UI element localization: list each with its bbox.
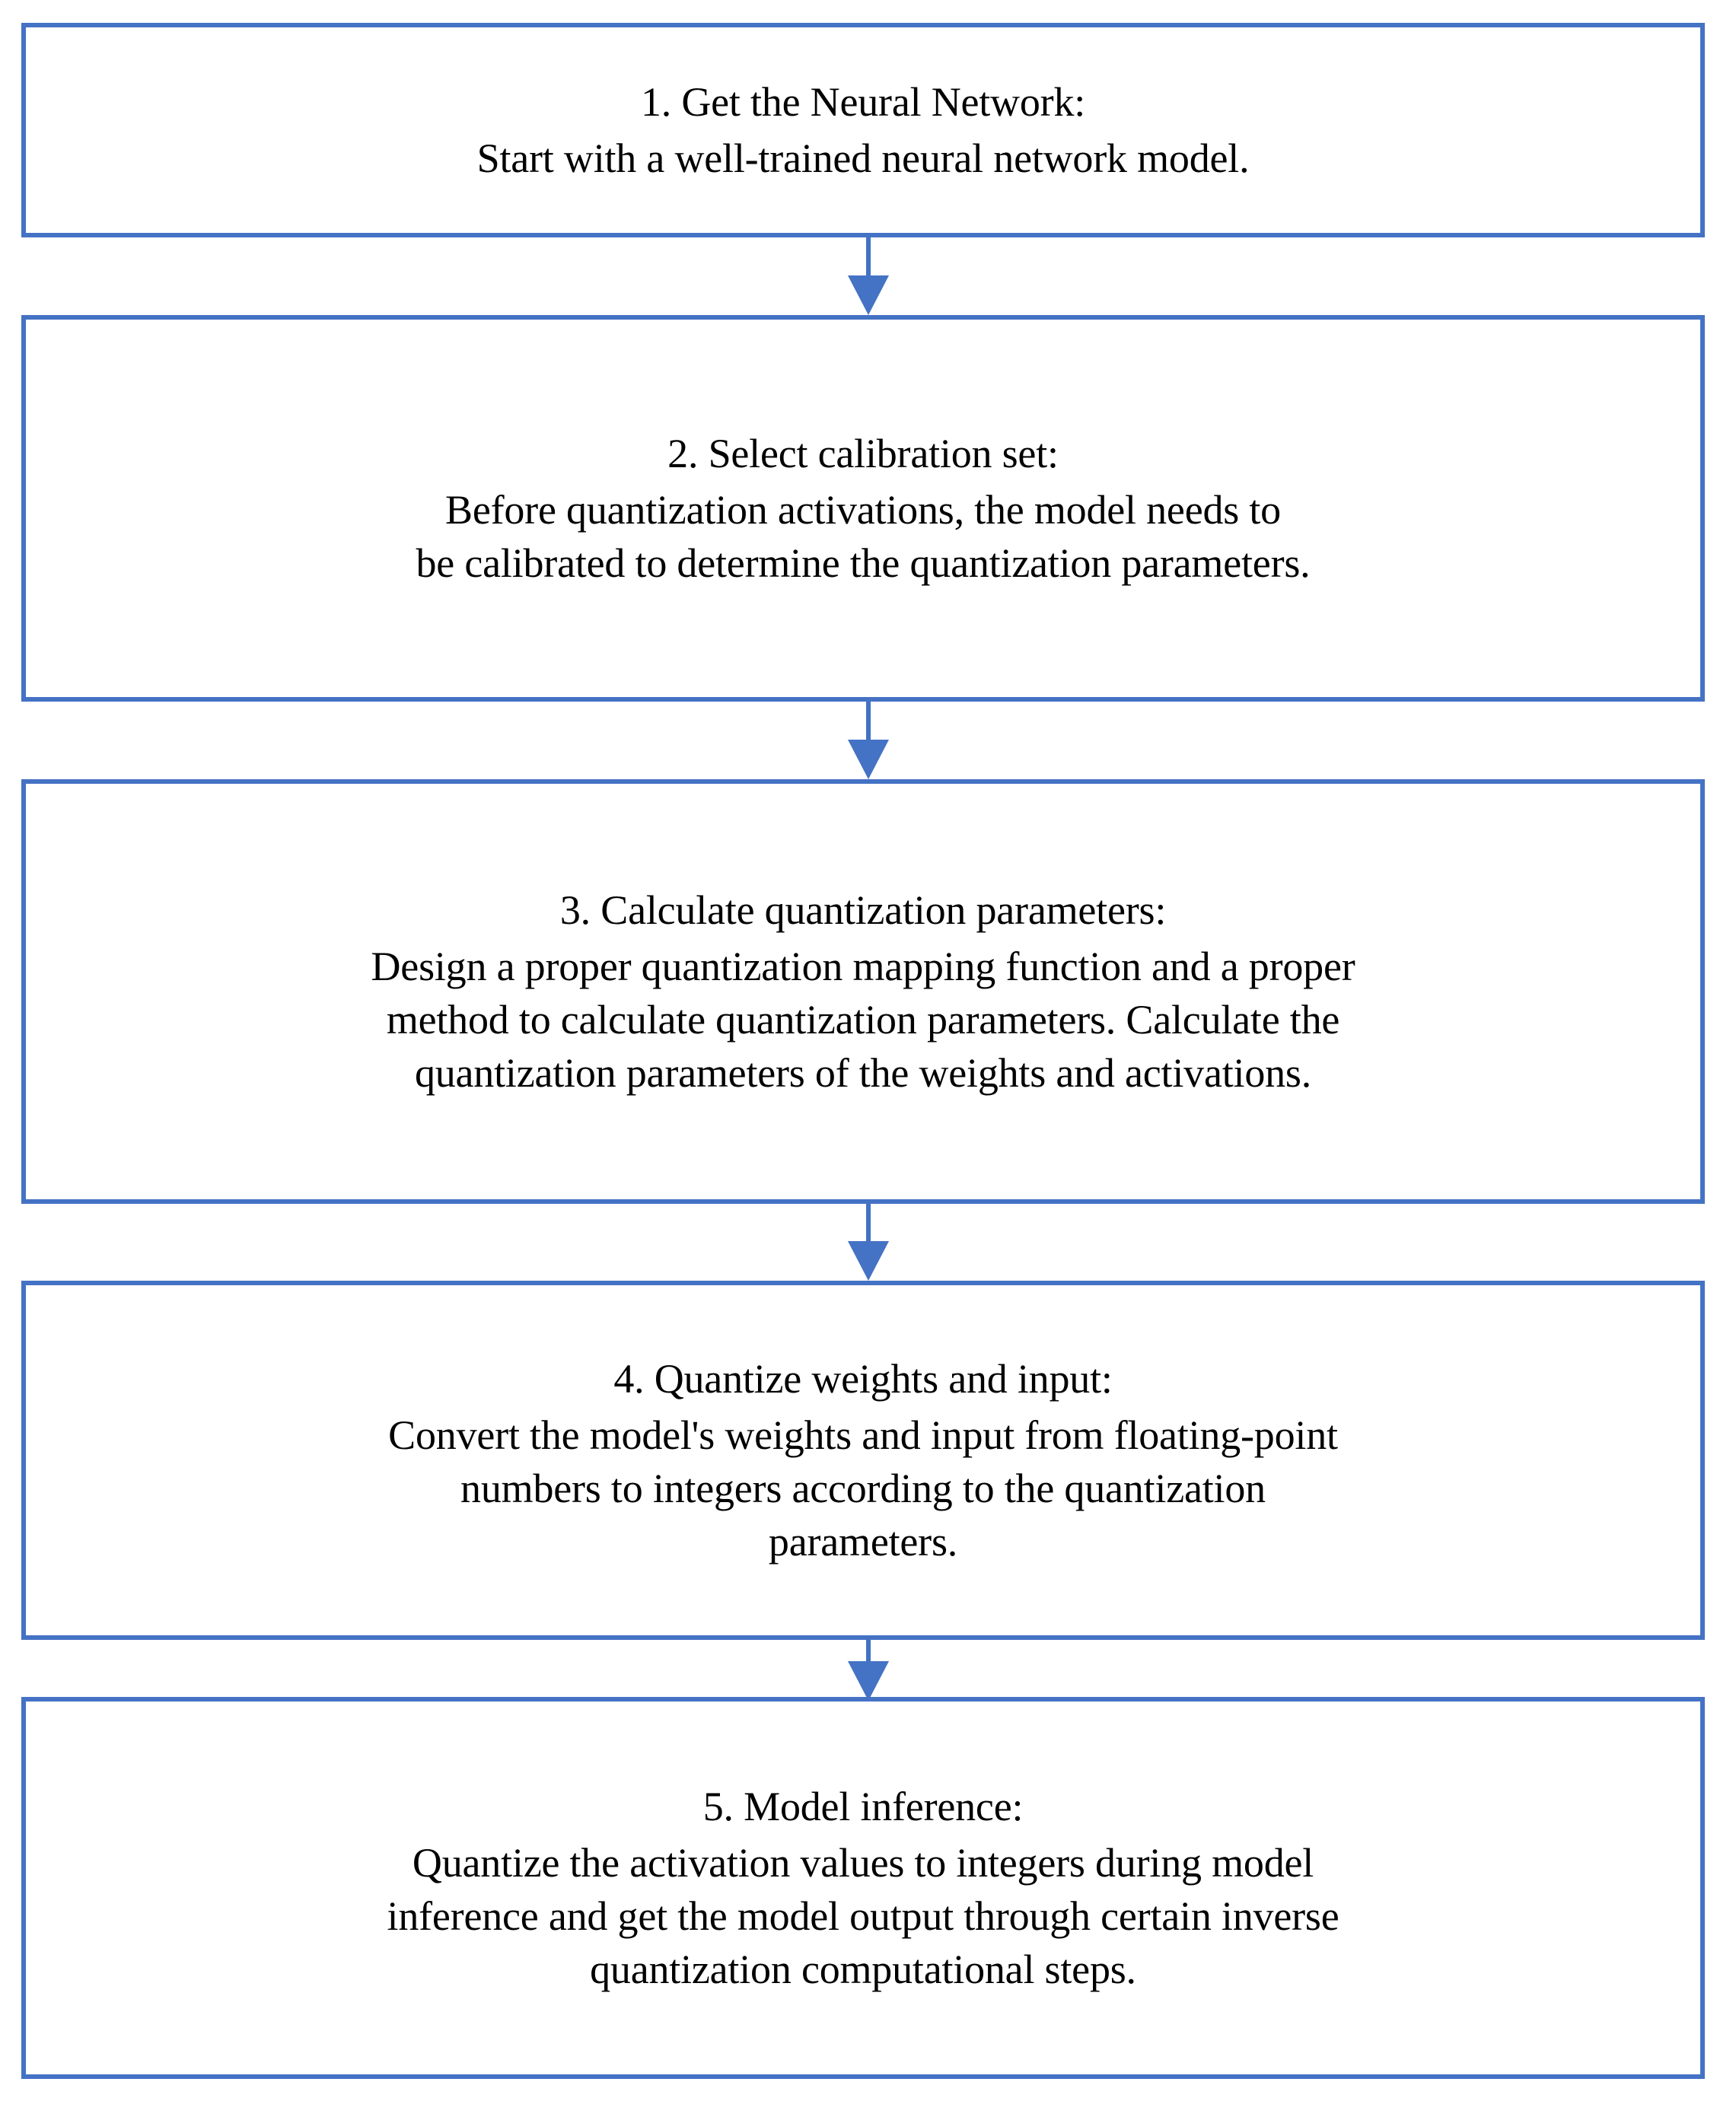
down-arrow-icon xyxy=(848,275,889,315)
node-3-body-line-2: method to calculate quantization paramet… xyxy=(386,997,1340,1043)
node-4-title: 4. Quantize weights and input: xyxy=(613,1355,1113,1402)
node-2-body-line-1: Before quantization activations, the mod… xyxy=(445,486,1281,533)
node-3-title: 3. Calculate quantization parameters: xyxy=(559,887,1167,933)
down-arrow-icon xyxy=(848,740,889,779)
node-3-body-line-1: Design a proper quantization mapping fun… xyxy=(371,943,1355,989)
connector-node-3-to-node-4 xyxy=(848,1204,889,1281)
flowchart-node-5[interactable]: 5. Model inference: Quantize the activat… xyxy=(21,1697,1705,2079)
node-5-body-line-2: inference and get the model output throu… xyxy=(387,1893,1339,1939)
node-2-body-line-2: be calibrated to determine the quantizat… xyxy=(416,540,1311,587)
connector-4-shaft xyxy=(866,1640,871,1663)
flowchart-node-2[interactable]: 2. Select calibration set: Before quanti… xyxy=(21,315,1705,702)
node-4-body-line-3: parameters. xyxy=(768,1519,958,1565)
connector-1-shaft xyxy=(866,237,871,277)
down-arrow-icon xyxy=(848,1241,889,1281)
flowchart-node-1[interactable]: 1. Get the Neural Network: Start with a … xyxy=(21,23,1705,237)
node-5-title: 5. Model inference: xyxy=(702,1783,1024,1829)
flowchart-node-4[interactable]: 4. Quantize weights and input: Convert t… xyxy=(21,1281,1705,1640)
node-1-body-line-1: Start with a well-trained neural network… xyxy=(476,135,1250,181)
node-5-body-line-1: Quantize the activation values to intege… xyxy=(412,1839,1314,1886)
node-4-body-line-1: Convert the model's weights and input fr… xyxy=(388,1412,1338,1458)
connector-node-4-to-node-5 xyxy=(848,1640,889,1701)
connector-node-2-to-node-3 xyxy=(848,702,889,779)
node-2-title: 2. Select calibration set: xyxy=(667,430,1059,476)
node-5-body-line-3: quantization computational steps. xyxy=(590,1947,1136,1993)
connector-3-shaft xyxy=(866,1204,871,1243)
node-4-body-line-2: numbers to integers according to the qua… xyxy=(460,1466,1266,1511)
down-arrow-icon xyxy=(848,1661,889,1701)
node-1-title: 1. Get the Neural Network: xyxy=(640,78,1086,125)
flowchart-node-3[interactable]: 3. Calculate quantization parameters: De… xyxy=(21,779,1705,1204)
node-3-body-line-3: quantization parameters of the weights a… xyxy=(414,1050,1312,1097)
connector-node-1-to-node-2 xyxy=(848,237,889,315)
connector-2-shaft xyxy=(866,702,871,741)
